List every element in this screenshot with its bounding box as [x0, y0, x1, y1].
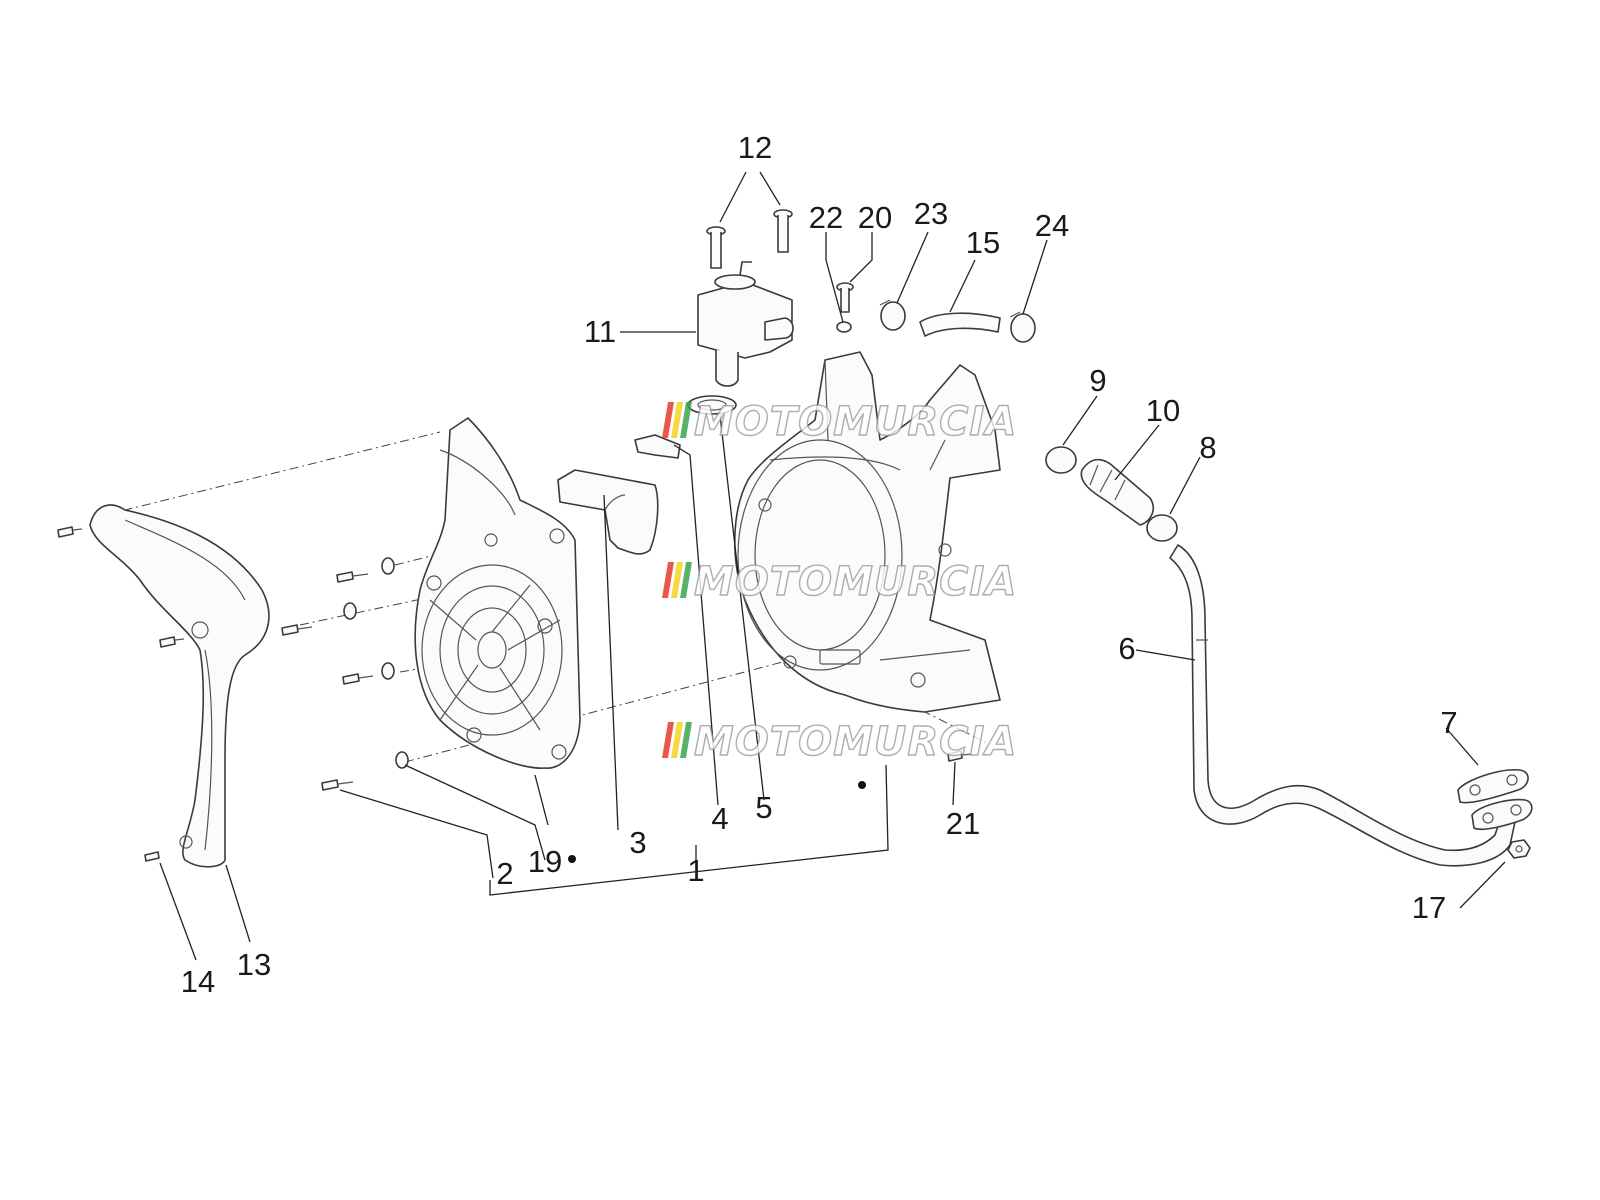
- callout-20: 20: [858, 200, 892, 235]
- screw-part: [342, 673, 374, 685]
- callout-21: 21: [946, 806, 980, 841]
- callout-14: 14: [181, 964, 215, 999]
- callout-10: 10: [1146, 393, 1180, 428]
- watermark-text: MOTOMURCIA: [694, 559, 1017, 605]
- bolt-part: [706, 226, 726, 269]
- hose-clamp-part: [879, 299, 906, 331]
- screw-part: [321, 779, 354, 791]
- watermark-group: MOTOMURCIA MOTOMURCIA MOTOMURCIA: [662, 398, 1017, 766]
- screw-part: [947, 750, 973, 762]
- side-cover-part: [89, 504, 270, 868]
- callout-15: 15: [966, 225, 1000, 260]
- callout-8: 8: [1199, 430, 1216, 465]
- valve-part: [697, 261, 794, 387]
- callout-17: 17: [1412, 890, 1446, 925]
- washer-part: [395, 751, 409, 769]
- flange-part: [1471, 798, 1533, 831]
- watermark-stripe: [680, 562, 692, 598]
- callout-12: 12: [738, 130, 772, 165]
- callout-5: 5: [755, 790, 772, 825]
- callout-13: 13: [237, 947, 271, 982]
- watermark-text: MOTOMURCIA: [694, 399, 1017, 445]
- washer-part: [836, 321, 852, 333]
- washer-part: [381, 557, 395, 575]
- callout-7: 7: [1440, 705, 1457, 740]
- screw-part: [57, 526, 83, 538]
- hose-clamp-part: [1045, 446, 1077, 474]
- screw-part: [281, 624, 313, 636]
- watermark-stripe: [662, 562, 674, 598]
- watermark-logo: MOTOMURCIA: [662, 718, 1017, 766]
- washer-part: [381, 662, 395, 680]
- watermark-stripe: [662, 402, 674, 438]
- pipe-part: [1169, 544, 1516, 867]
- washer-part: [343, 602, 357, 620]
- screws-and-washers: [57, 526, 973, 862]
- foam-seal-part: [557, 469, 659, 555]
- callout-9: 9: [1089, 363, 1106, 398]
- callout-labels: 12 22 20 23 15 24 11 9 10 8 6 7 17 3 4 5…: [181, 130, 1458, 999]
- bolt-part: [773, 209, 793, 253]
- watermark-stripe: [671, 402, 683, 438]
- bellows-part: [1080, 458, 1155, 526]
- watermark-text: MOTOMURCIA: [694, 719, 1017, 765]
- screw-part: [336, 571, 369, 583]
- hose-clamp-part: [1009, 311, 1036, 343]
- watermark-logo: MOTOMURCIA: [662, 398, 1017, 446]
- callout-19: 19: [528, 844, 562, 879]
- watermark-logo: MOTOMURCIA: [662, 558, 1017, 606]
- gasket-part: [1457, 769, 1529, 804]
- watermark-stripe: [680, 402, 692, 438]
- callout-2: 2: [496, 856, 513, 891]
- callout-23: 23: [914, 196, 948, 231]
- screw-part: [836, 282, 854, 313]
- screw-part: [159, 636, 185, 648]
- callout-1: 1: [687, 853, 704, 888]
- callout-24: 24: [1035, 208, 1069, 243]
- watermark-stripe: [680, 722, 692, 758]
- watermark-stripe: [662, 722, 674, 758]
- callout-22: 22: [809, 200, 843, 235]
- watermark-stripe: [671, 722, 683, 758]
- leader-lines: [159, 171, 1506, 961]
- callout-3: 3: [629, 825, 646, 860]
- fan-cover-part: [414, 417, 581, 769]
- callout-11: 11: [584, 314, 616, 349]
- nut-part: [1507, 839, 1531, 859]
- callout-4: 4: [711, 801, 728, 836]
- hose-clamp-part: [1146, 514, 1178, 542]
- screw-part: [144, 851, 160, 862]
- air-box-housing-part: [734, 351, 1001, 713]
- watermark-stripe: [671, 562, 683, 598]
- callout-6: 6: [1118, 631, 1135, 666]
- reference-dots: [568, 781, 866, 863]
- hose-part: [919, 312, 1001, 337]
- clip-part: [634, 434, 681, 459]
